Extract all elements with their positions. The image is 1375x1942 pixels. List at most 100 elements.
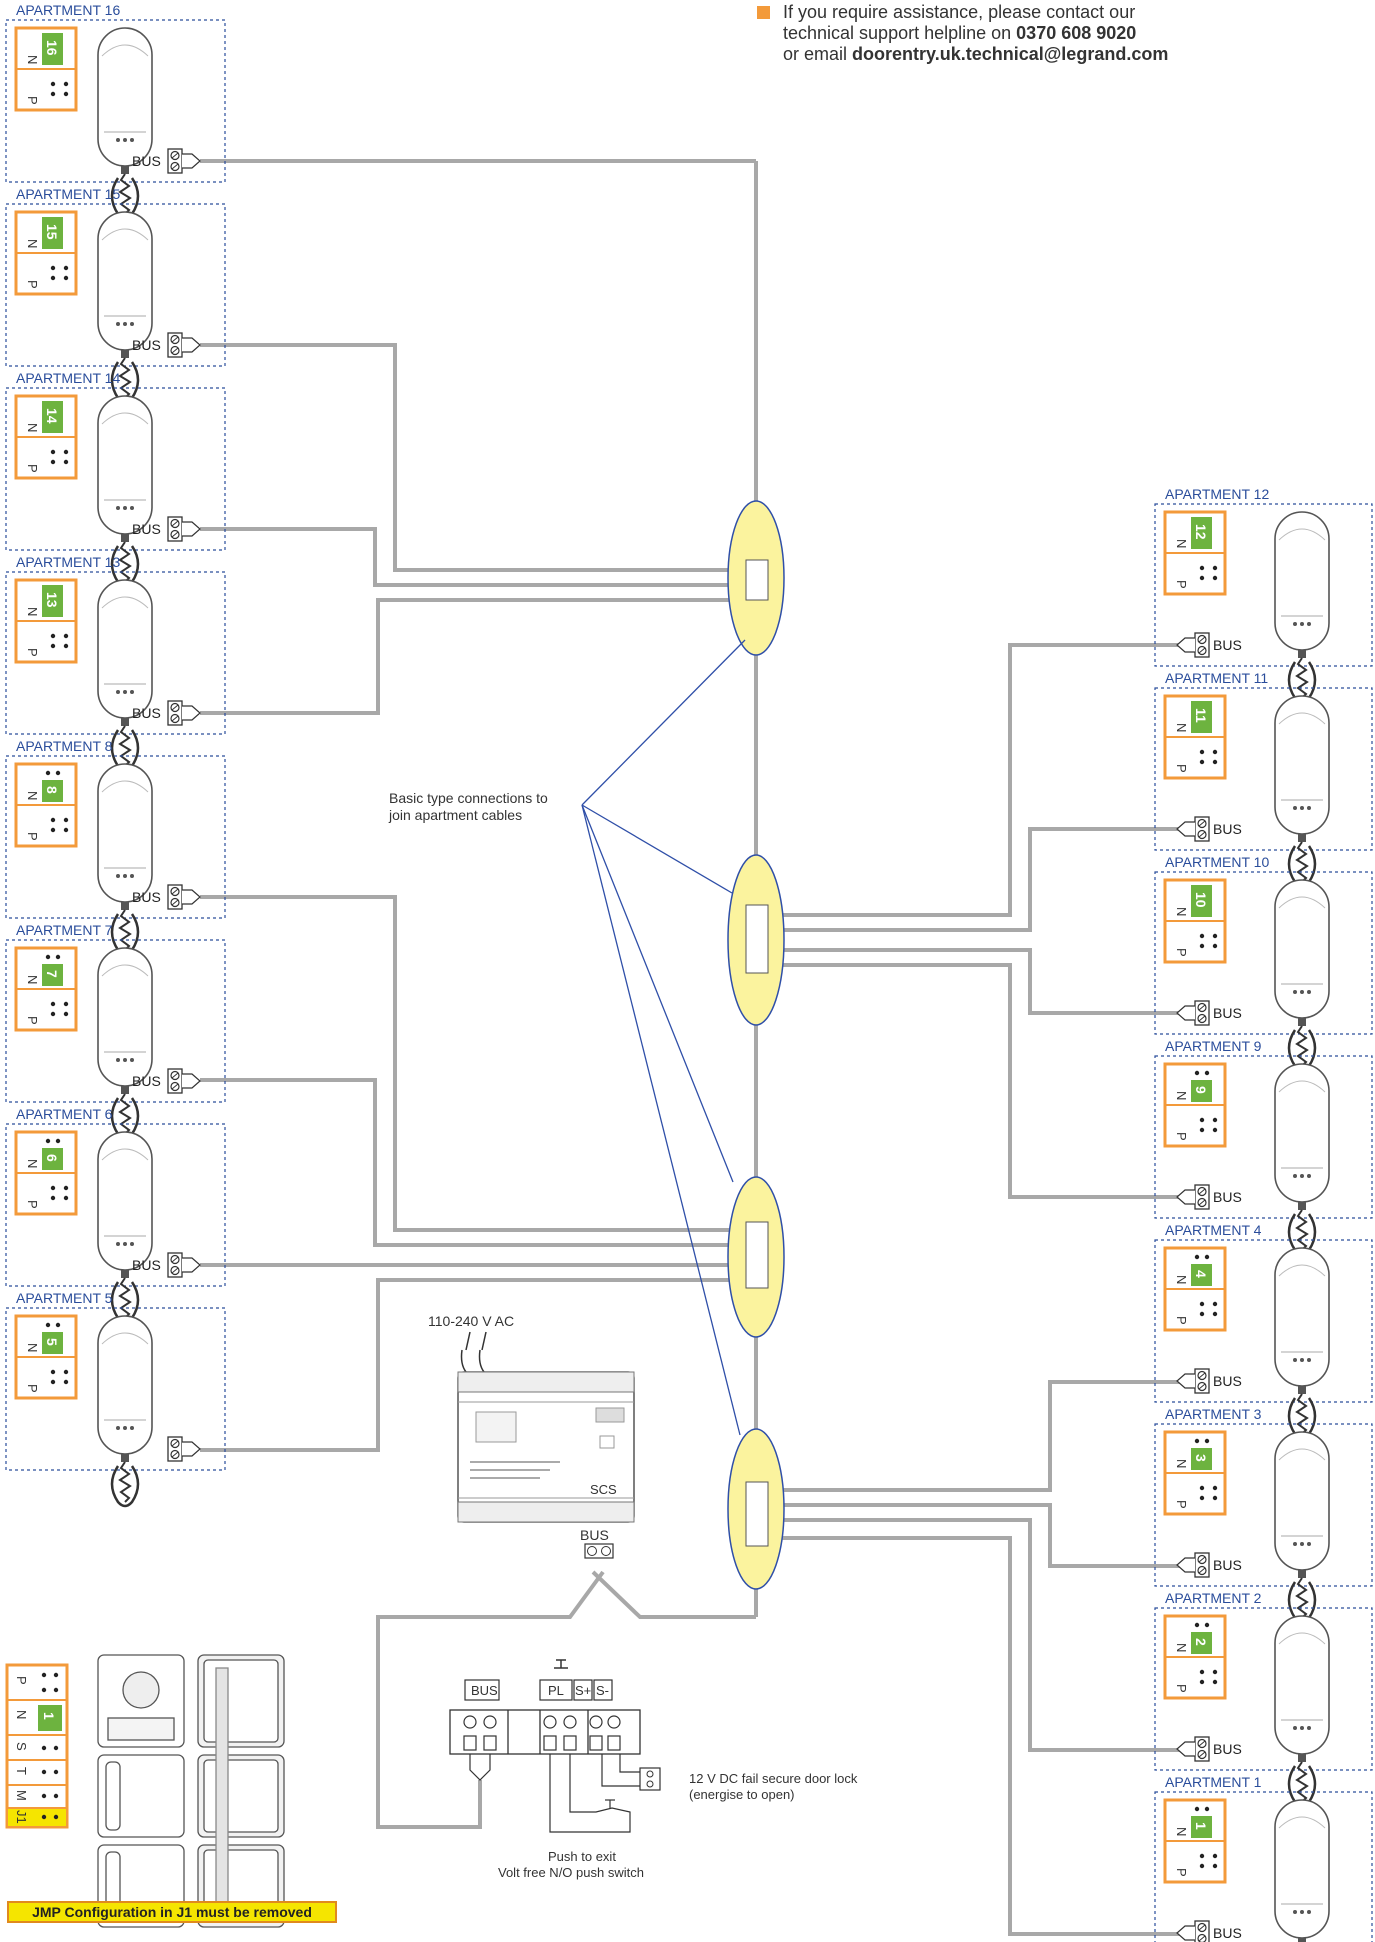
terminal-bus-label: BUS <box>471 1683 498 1698</box>
config-p-label: P <box>25 832 40 841</box>
config-n-label: N <box>1174 723 1189 732</box>
config-n-label: N <box>25 975 40 984</box>
config-number: 15 <box>44 224 60 240</box>
config-p-label: P <box>1174 1684 1189 1693</box>
terminal-s-minus-label: S- <box>596 1683 609 1698</box>
config-n-label: N <box>1174 1275 1189 1284</box>
scs-label: SCS <box>590 1482 617 1497</box>
config-n-label: N <box>25 239 40 248</box>
apartment-11: APARTMENT 11 N P 11 BUS <box>1154 670 1373 888</box>
bus-label: BUS <box>1213 1005 1242 1021</box>
config-n-label: N <box>1174 1827 1189 1836</box>
power-voltage-label: 110-240 V AC <box>428 1313 514 1329</box>
bus-label: BUS <box>132 337 161 353</box>
panel-letter-s: S <box>14 1742 29 1751</box>
bus-label: BUS <box>132 521 161 537</box>
power-bus-label: BUS <box>580 1527 609 1543</box>
apartment-2: APARTMENT 2 N P 2 BUS <box>1154 1590 1373 1808</box>
help-line-3-prefix: or email <box>783 44 848 64</box>
config-p-label: P <box>1174 764 1189 773</box>
config-p-label: P <box>1174 1132 1189 1141</box>
apartment-title: APARTMENT 10 <box>1165 854 1269 870</box>
apartment-13: APARTMENT 13 N P 13 BUS <box>5 554 226 772</box>
config-n-label: N <box>25 1343 40 1352</box>
config-number: 4 <box>1193 1270 1209 1278</box>
config-n-label: N <box>25 791 40 800</box>
right-apartments: APARTMENT 12 N P 12 BUS APARTMENT 11 N P… <box>1154 486 1373 1942</box>
config-p-label: P <box>1174 580 1189 589</box>
config-n-label: N <box>25 1159 40 1168</box>
bus-label: BUS <box>1213 1741 1242 1757</box>
apartment-14: APARTMENT 14 N P 14 BUS <box>5 370 226 588</box>
button-module-1 <box>97 1754 185 1838</box>
panel-letter-m: M <box>14 1790 29 1801</box>
config-n-label: N <box>1174 1643 1189 1652</box>
apartment-6: APARTMENT 6 N P 6 BUS <box>5 1106 226 1324</box>
help-phone: 0370 608 9020 <box>1016 23 1137 43</box>
config-number: 7 <box>44 970 60 978</box>
apartment-title: APARTMENT 4 <box>1165 1222 1262 1238</box>
left-apartments: APARTMENT 16 N P 16 BUS APARTMENT 15 N P… <box>5 2 226 1508</box>
config-p-label: P <box>25 1384 40 1393</box>
config-p-label: P <box>25 464 40 473</box>
power-supply: 110-240 V AC SCS BUS <box>428 1313 635 1559</box>
junction-2 <box>727 854 785 1026</box>
apartment-title: APARTMENT 7 <box>16 922 113 938</box>
bus-label: BUS <box>132 153 161 169</box>
config-p-label: P <box>25 1200 40 1209</box>
bus-label: BUS <box>1213 1373 1242 1389</box>
entrance-panel: P N S T M J1 1 <box>5 1654 285 1928</box>
lock-note-line1: 12 V DC fail secure door lock <box>689 1771 858 1786</box>
config-p-label: P <box>25 648 40 657</box>
config-p-label: P <box>25 280 40 289</box>
panel-letter-p: P <box>14 1676 29 1685</box>
config-n-label: N <box>25 607 40 616</box>
apartment-title: APARTMENT 12 <box>1165 486 1269 502</box>
junction-3 <box>727 1176 785 1338</box>
exit-note-line2: Volt free N/O push switch <box>498 1865 644 1880</box>
apartment-7: APARTMENT 7 N P 7 BUS <box>5 922 226 1140</box>
config-n-label: N <box>1174 1091 1189 1100</box>
apartment-title: APARTMENT 15 <box>16 186 120 202</box>
apartment-title: APARTMENT 3 <box>1165 1406 1262 1422</box>
panel-letter-j1: J1 <box>14 1810 29 1824</box>
config-number: 16 <box>44 40 60 56</box>
config-n-label: N <box>25 55 40 64</box>
lock-icon <box>639 1767 661 1791</box>
config-number: 6 <box>44 1154 60 1162</box>
config-p-label: P <box>25 96 40 105</box>
note-leader-lines <box>581 639 746 1436</box>
bus-label: BUS <box>1213 1189 1242 1205</box>
bullet-square-icon <box>757 6 770 19</box>
lock-note-line2: (energise to open) <box>689 1787 795 1802</box>
config-number: 1 <box>1193 1822 1209 1830</box>
help-line-3: or email doorentry.uk.technical@legrand.… <box>783 44 1168 65</box>
exit-note-line1: Push to exit <box>548 1849 616 1864</box>
apartment-title: APARTMENT 14 <box>16 370 120 386</box>
bus-label: BUS <box>1213 1557 1242 1573</box>
bus-label: BUS <box>132 705 161 721</box>
config-number: 2 <box>1193 1638 1209 1646</box>
panel-config-number: 1 <box>41 1712 57 1720</box>
terminal-block: BUS PL S+ S- <box>449 1659 858 1880</box>
config-number: 14 <box>44 408 60 424</box>
apartment-title: APARTMENT 11 <box>1165 670 1268 686</box>
apartment-title: APARTMENT 9 <box>1165 1038 1262 1054</box>
apartment-title: APARTMENT 6 <box>16 1106 113 1122</box>
panel-modules <box>97 1654 285 1928</box>
config-number: 12 <box>1193 524 1209 540</box>
config-number: 8 <box>44 786 60 794</box>
apartment-title: APARTMENT 2 <box>1165 1590 1262 1606</box>
terminal-s-plus-label: S+ <box>575 1683 591 1698</box>
bus-label: BUS <box>132 1257 161 1273</box>
help-email: doorentry.uk.technical@legrand.com <box>852 44 1169 64</box>
help-line-1: If you require assistance, please contac… <box>783 2 1136 22</box>
apartment-16: APARTMENT 16 N P 16 BUS <box>5 2 226 220</box>
apartment-3: APARTMENT 3 N P 3 BUS <box>1154 1406 1373 1624</box>
junction-connections <box>727 500 785 1590</box>
config-p-label: P <box>25 1016 40 1025</box>
config-number: 11 <box>1193 708 1209 723</box>
config-n-label: N <box>1174 907 1189 916</box>
config-n-label: N <box>1174 1459 1189 1468</box>
